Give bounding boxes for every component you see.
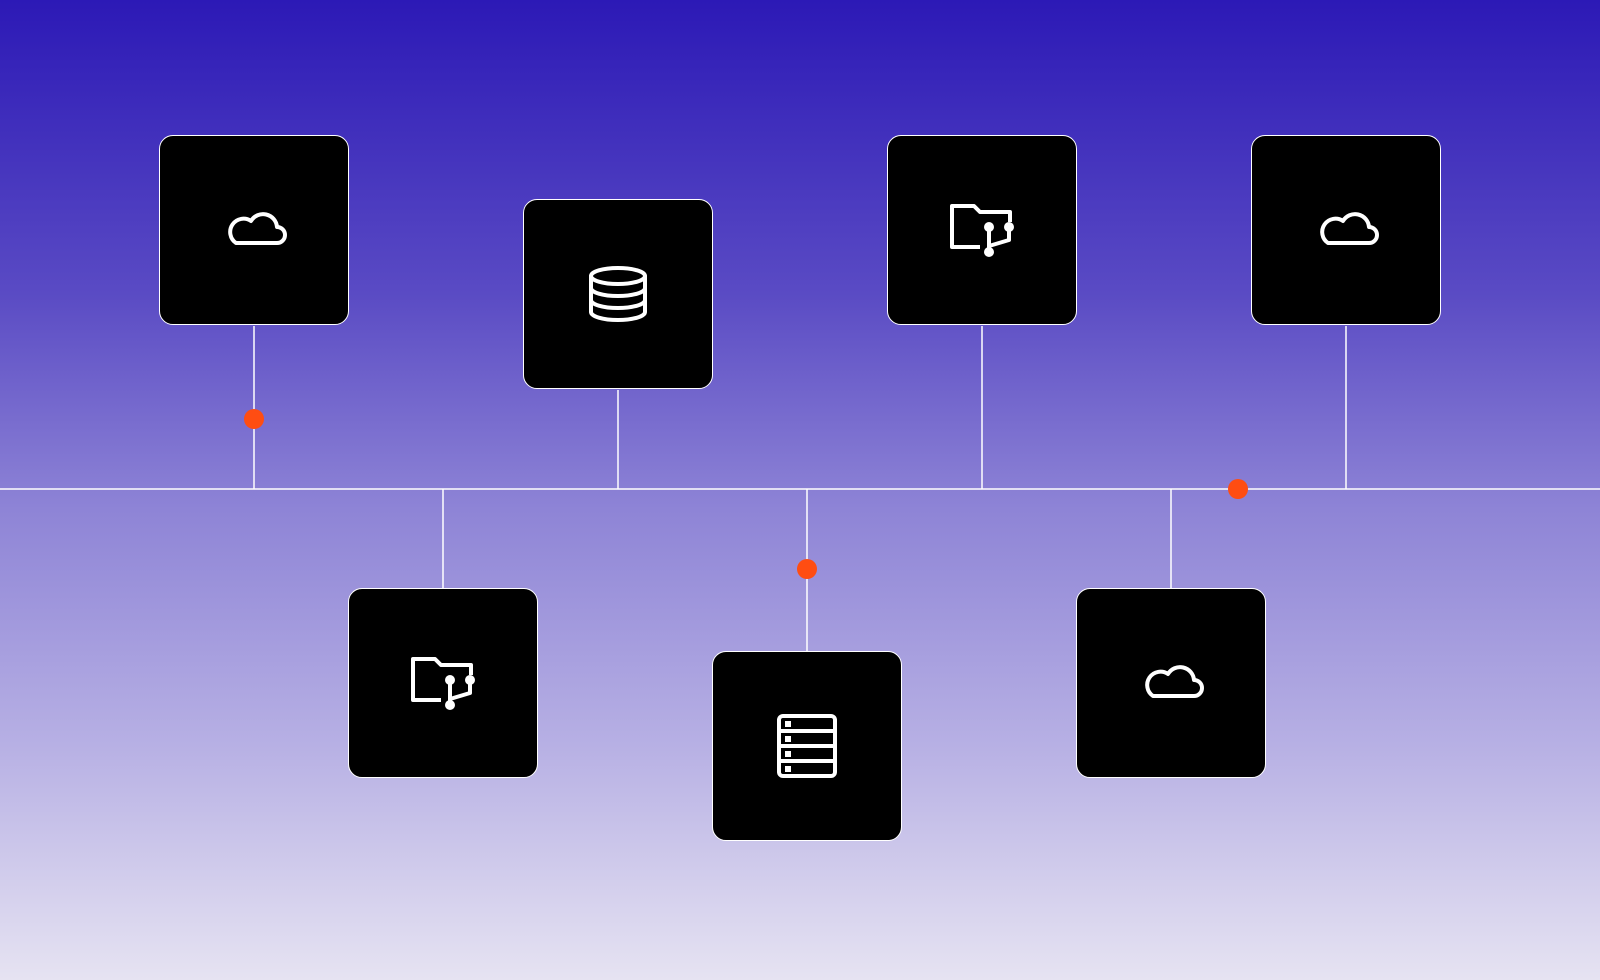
cloud-icon xyxy=(1145,665,1204,698)
cloud-icon xyxy=(228,212,287,245)
node-cloud-top-left xyxy=(159,135,349,325)
server-icon xyxy=(777,714,837,778)
cloud-icon xyxy=(1320,212,1379,245)
node-database-top xyxy=(523,199,713,389)
database-icon xyxy=(589,266,647,322)
signal-dot xyxy=(797,559,817,579)
node-folder-git-top xyxy=(887,135,1077,325)
signal-dot xyxy=(244,409,264,429)
folder-git-icon xyxy=(411,657,475,710)
folder-git-icon xyxy=(950,204,1014,257)
signal-dot xyxy=(1228,479,1248,499)
node-folder-git-bottom xyxy=(348,588,538,778)
node-cloud-bottom xyxy=(1076,588,1266,778)
node-server-bottom xyxy=(712,651,902,841)
node-cloud-top-right xyxy=(1251,135,1441,325)
